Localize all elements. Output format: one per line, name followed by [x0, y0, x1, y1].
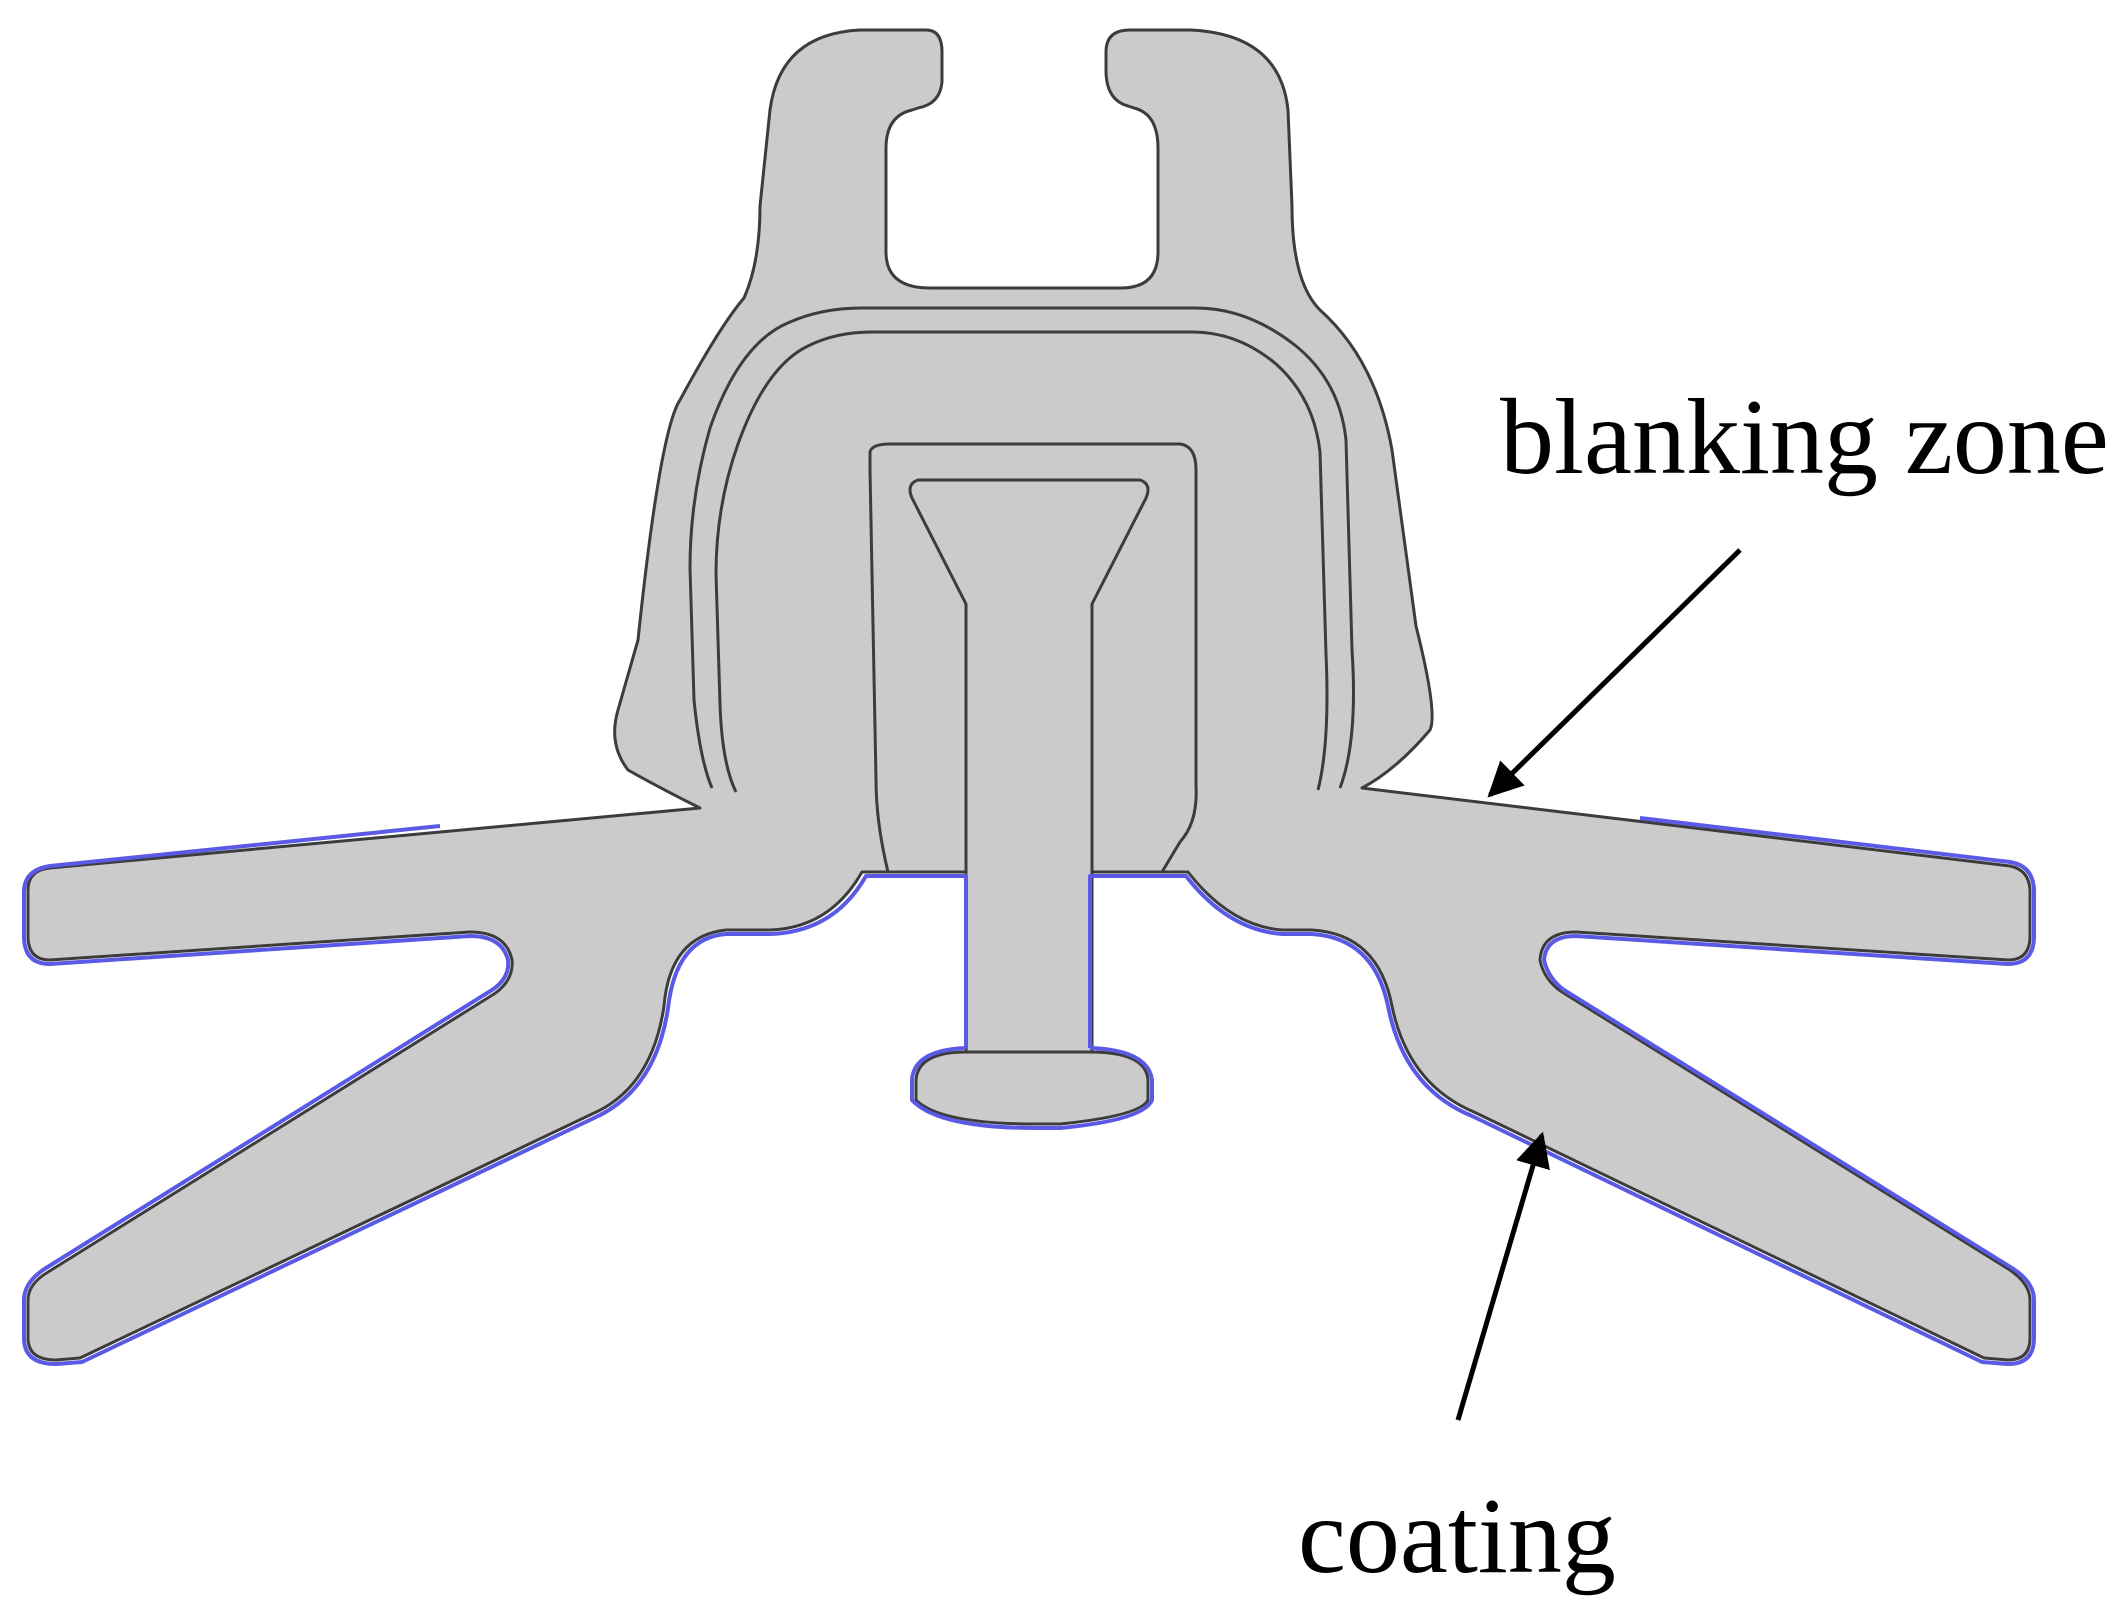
inner-lip-contour-2 — [714, 330, 1329, 793]
coating-right — [1088, 816, 2036, 1366]
blanking-zone-label: blanking zone — [1500, 378, 2109, 497]
coating-arrow — [1455, 1131, 1550, 1421]
coating-stem-foot — [910, 1046, 1154, 1130]
coating-left — [22, 824, 968, 1366]
central-cavity — [868, 442, 1198, 874]
coating-label: coating — [1298, 1477, 1616, 1596]
inner-lip-contour — [688, 306, 1355, 789]
blanking-zone-arrow — [1487, 548, 1742, 798]
